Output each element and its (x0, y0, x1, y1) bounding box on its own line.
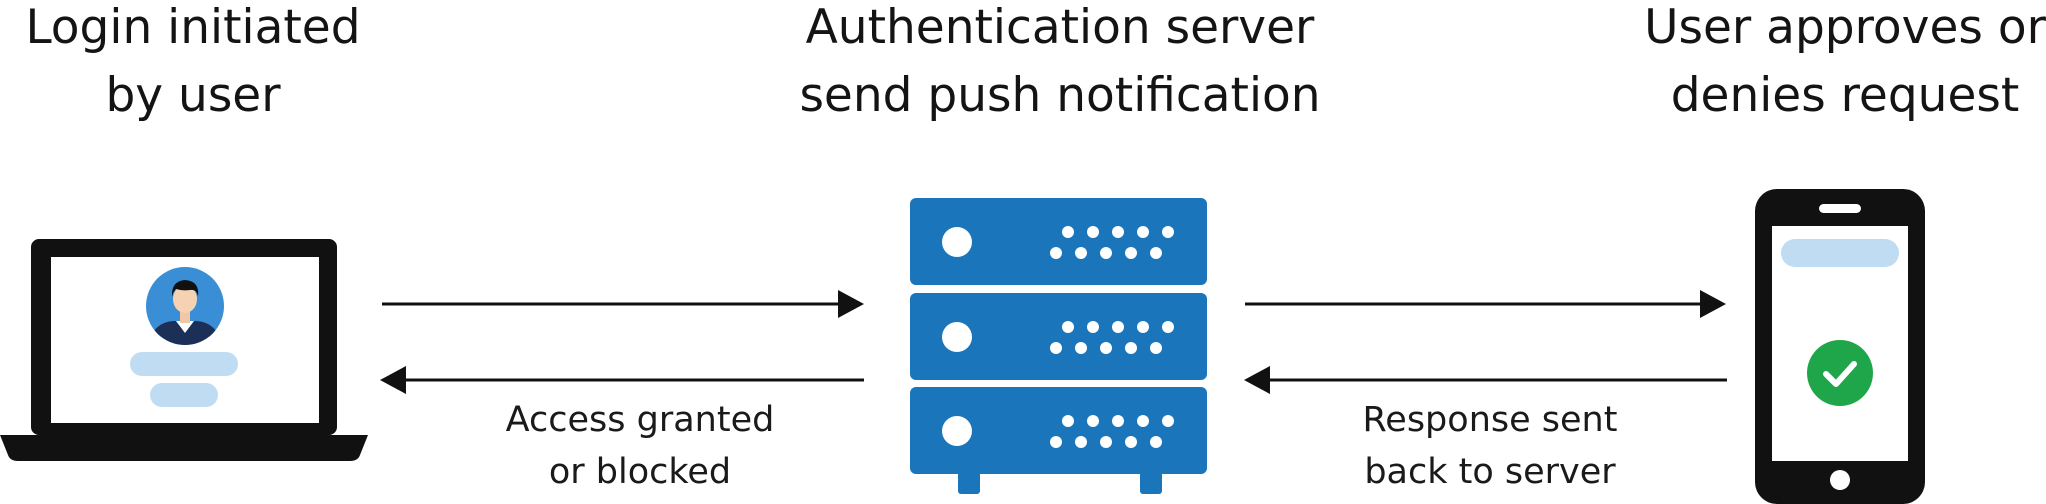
notification-placeholder (1781, 239, 1899, 267)
step-title-login: Login initiated by user (0, 0, 386, 130)
title-line: by user (105, 68, 281, 123)
caption-access-result: Access granted or blocked (440, 394, 840, 498)
caption-line: back to server (1364, 452, 1616, 492)
caption-line: Access granted (505, 400, 775, 440)
username-placeholder (130, 352, 238, 376)
check-circle-icon (1807, 340, 1873, 406)
phone-home-button (1830, 470, 1850, 490)
caption-line: or blocked (548, 452, 732, 492)
caption-line: Response sent (1362, 400, 1618, 440)
arrow-server-to-phone (1245, 290, 1726, 318)
server-rack-icon (910, 198, 1207, 494)
title-line: send push notification (799, 68, 1321, 123)
phone-speaker (1819, 204, 1861, 213)
step-title-user-approval: User approves or denies request (1605, 0, 2046, 130)
user-avatar-icon (146, 267, 224, 345)
title-line: Authentication server (805, 0, 1315, 55)
title-line: User approves or (1644, 0, 2046, 55)
caption-response-sent: Response sent back to server (1290, 394, 1690, 498)
password-placeholder (150, 383, 218, 407)
title-line: denies request (1670, 68, 2020, 123)
smartphone-icon (1755, 189, 1925, 504)
title-line: Login initiated (25, 0, 361, 55)
step-title-auth-server: Authentication server send push notifica… (760, 0, 1360, 130)
arrow-login-to-server (382, 290, 864, 318)
arrow-server-to-login (380, 366, 864, 394)
arrow-phone-to-server (1244, 366, 1727, 394)
laptop-icon (0, 239, 368, 461)
